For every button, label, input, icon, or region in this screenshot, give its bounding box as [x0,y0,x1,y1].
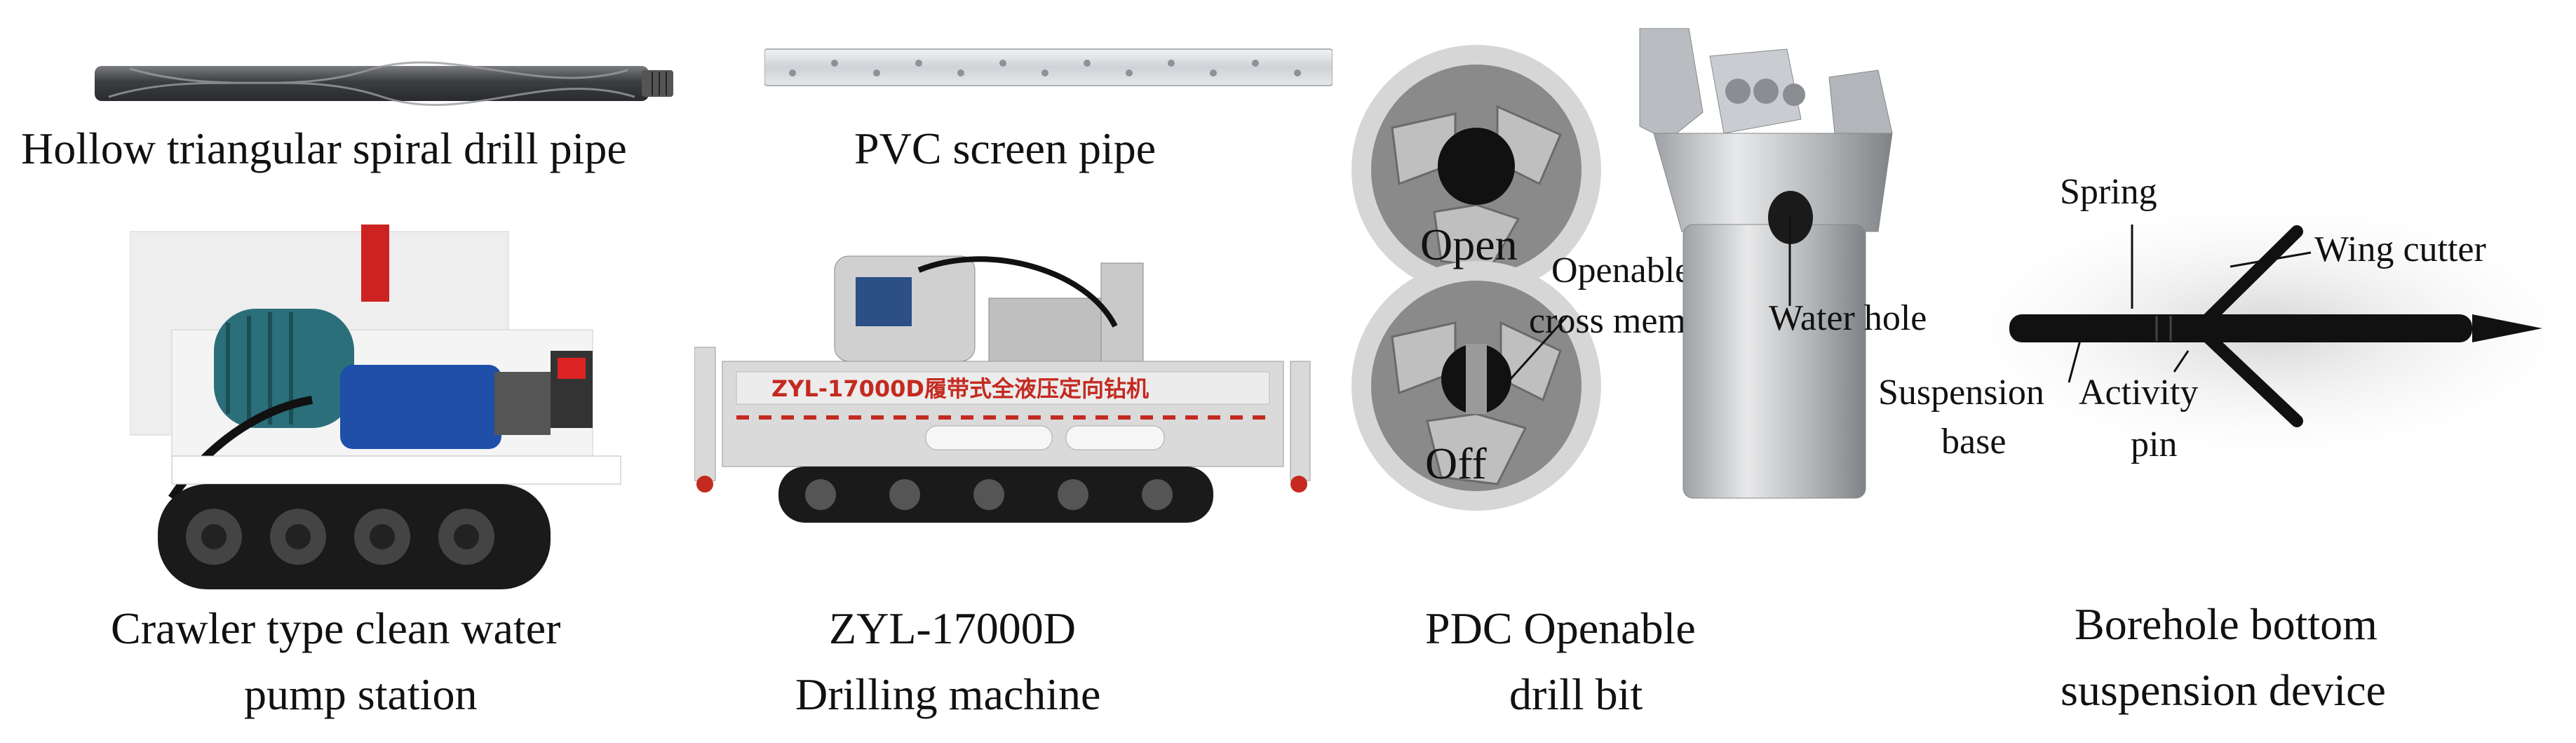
pdc-bit-side-image [1626,28,1906,505]
openable-leader-line [1503,314,1569,387]
activity-pin-label-line2: pin [2131,424,2178,464]
pdc-bit-open-image [1350,43,1603,296]
suspension-leader-lines [2068,225,2312,383]
suspension-base-label-line1: Suspension [1878,373,2044,413]
pdc-bit-caption-line1: PDC Openable [1425,603,1696,653]
water-hole-label: Water hole [1769,298,1927,338]
pump-station-image [130,225,635,596]
suspension-caption-line1: Borehole bottom [2075,599,2378,649]
pump-station-caption-line1: Crawler type clean water [111,603,561,653]
activity-pin-label-line1: Activity [2079,373,2199,413]
drill-pipe-caption: Hollow triangular spiral drill pipe [21,123,627,173]
suspension-base-label-line2: base [1941,422,2007,462]
pvc-screen-pipe-image [764,45,1333,90]
spring-label: Spring [2060,172,2157,212]
pump-station-caption-line2: pump station [244,669,478,719]
crawler-pump-icon [130,225,621,589]
pdc-bit-caption-line2: drill bit [1509,669,1643,719]
perforated-pipe-icon [764,48,1333,86]
suspension-caption-line2: suspension device [2061,665,2386,715]
pdc-bit-off-icon [1351,261,1601,511]
water-hole-leader-line [1788,215,1791,306]
machine-plate-text: ZYL-17000D履带式全液压定向钻机 [771,375,1149,402]
pdc-bit-off-image [1350,260,1603,512]
crawler-drill-rig-icon: ZYL-17000D履带式全液压定向钻机 [694,255,1311,523]
pdc-bit-icon [1639,28,1893,499]
pdc-off-label: Off [1425,439,1487,488]
pvc-pipe-caption: PVC screen pipe [854,123,1156,173]
suspension-device-image [1988,210,2549,449]
spiral-drill-pipe-icon [95,61,673,107]
drilling-machine-image: ZYL-17000D履带式全液压定向钻机 [694,242,1311,544]
pdc-open-label: Open [1420,220,1518,269]
suspension-device-icon [1988,210,2549,449]
wing-cutter-label: Wing cutter [2314,229,2486,269]
drilling-machine-caption-line1: ZYL-17000D [829,603,1076,653]
pdc-bit-open-icon [1351,45,1601,295]
drilling-machine-caption-line2: Drilling machine [795,669,1101,719]
pdc-openable-label-line1: Openable [1551,250,1692,290]
spiral-drill-pipe-image [88,55,677,111]
